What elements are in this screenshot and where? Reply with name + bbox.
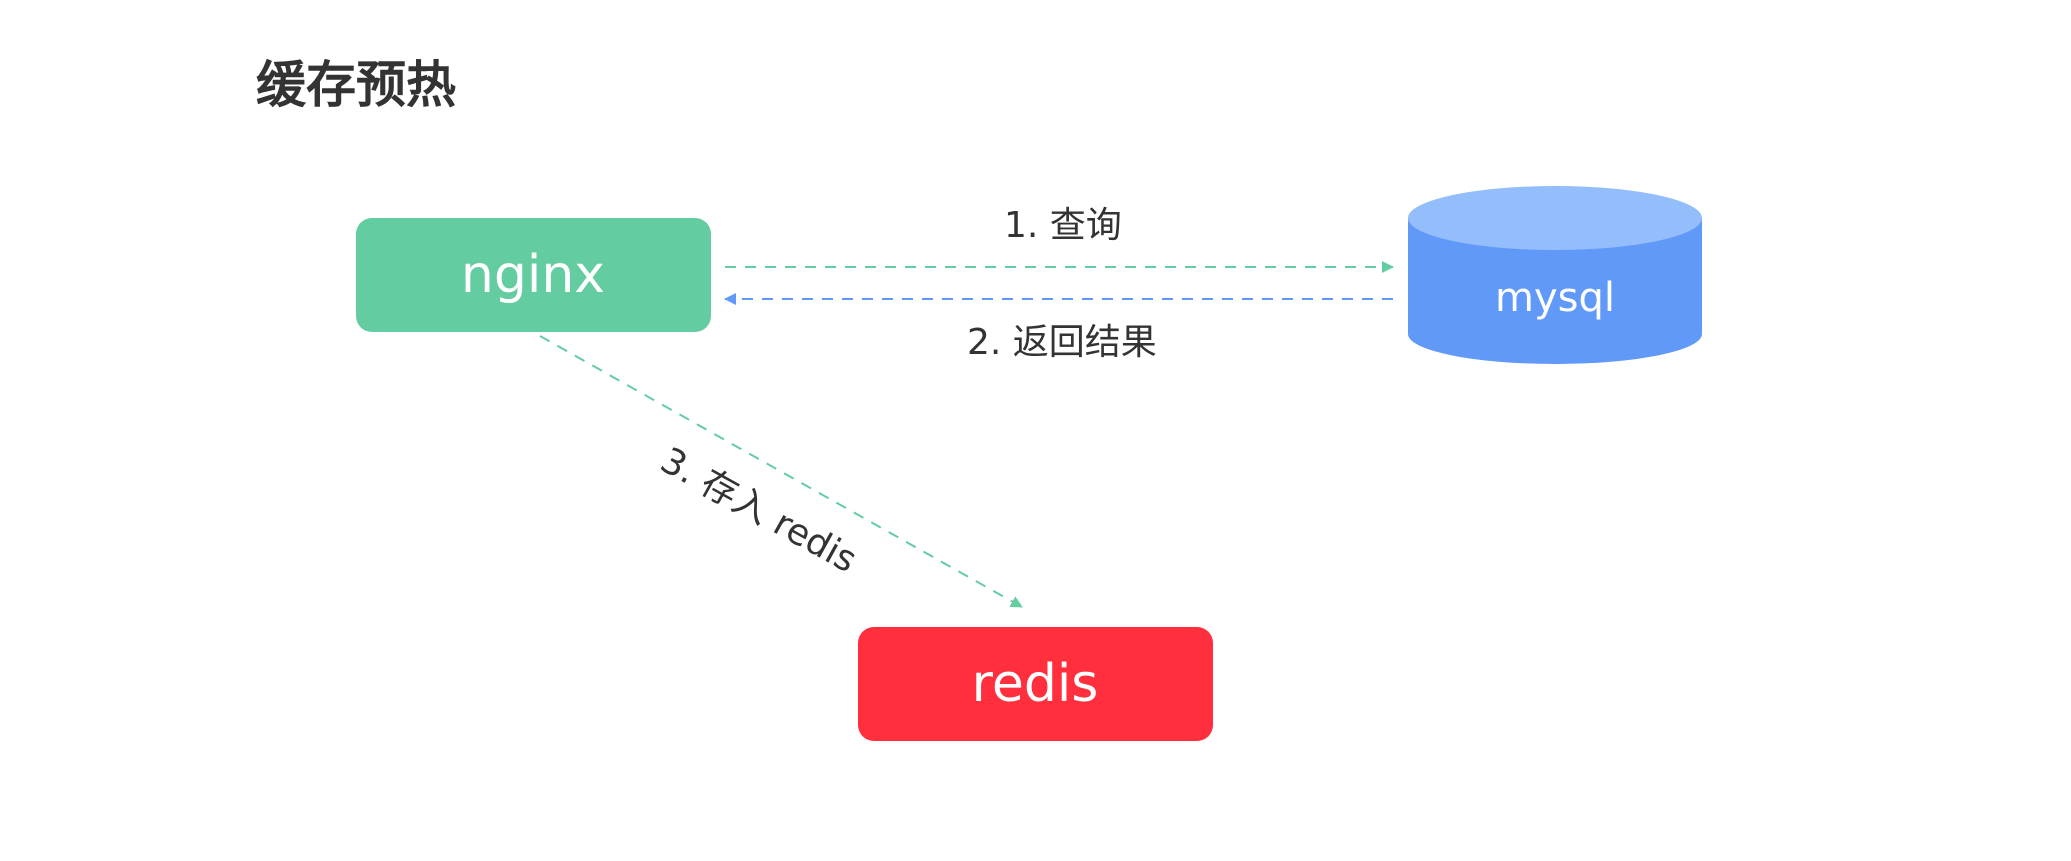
nginx-label: nginx xyxy=(461,245,605,305)
nginx-box xyxy=(356,218,711,332)
redis-node: redis xyxy=(858,627,1213,741)
mysql-label: mysql xyxy=(1495,275,1615,321)
query-label: 1. 查询 xyxy=(1004,205,1122,246)
page-title: 缓存预热 xyxy=(256,56,456,114)
mysql-cylinder-top xyxy=(1408,186,1702,250)
result-label: 2. 返回结果 xyxy=(967,322,1157,363)
mysql-cylinder-body xyxy=(1408,218,1702,364)
nginx-node: nginx xyxy=(356,218,711,332)
store-label: 3. 存入 redis xyxy=(654,440,864,581)
store-arrow xyxy=(539,335,1023,608)
mysql-node: mysql xyxy=(1408,186,1702,364)
redis-label: redis xyxy=(972,654,1099,714)
redis-box xyxy=(858,627,1213,741)
